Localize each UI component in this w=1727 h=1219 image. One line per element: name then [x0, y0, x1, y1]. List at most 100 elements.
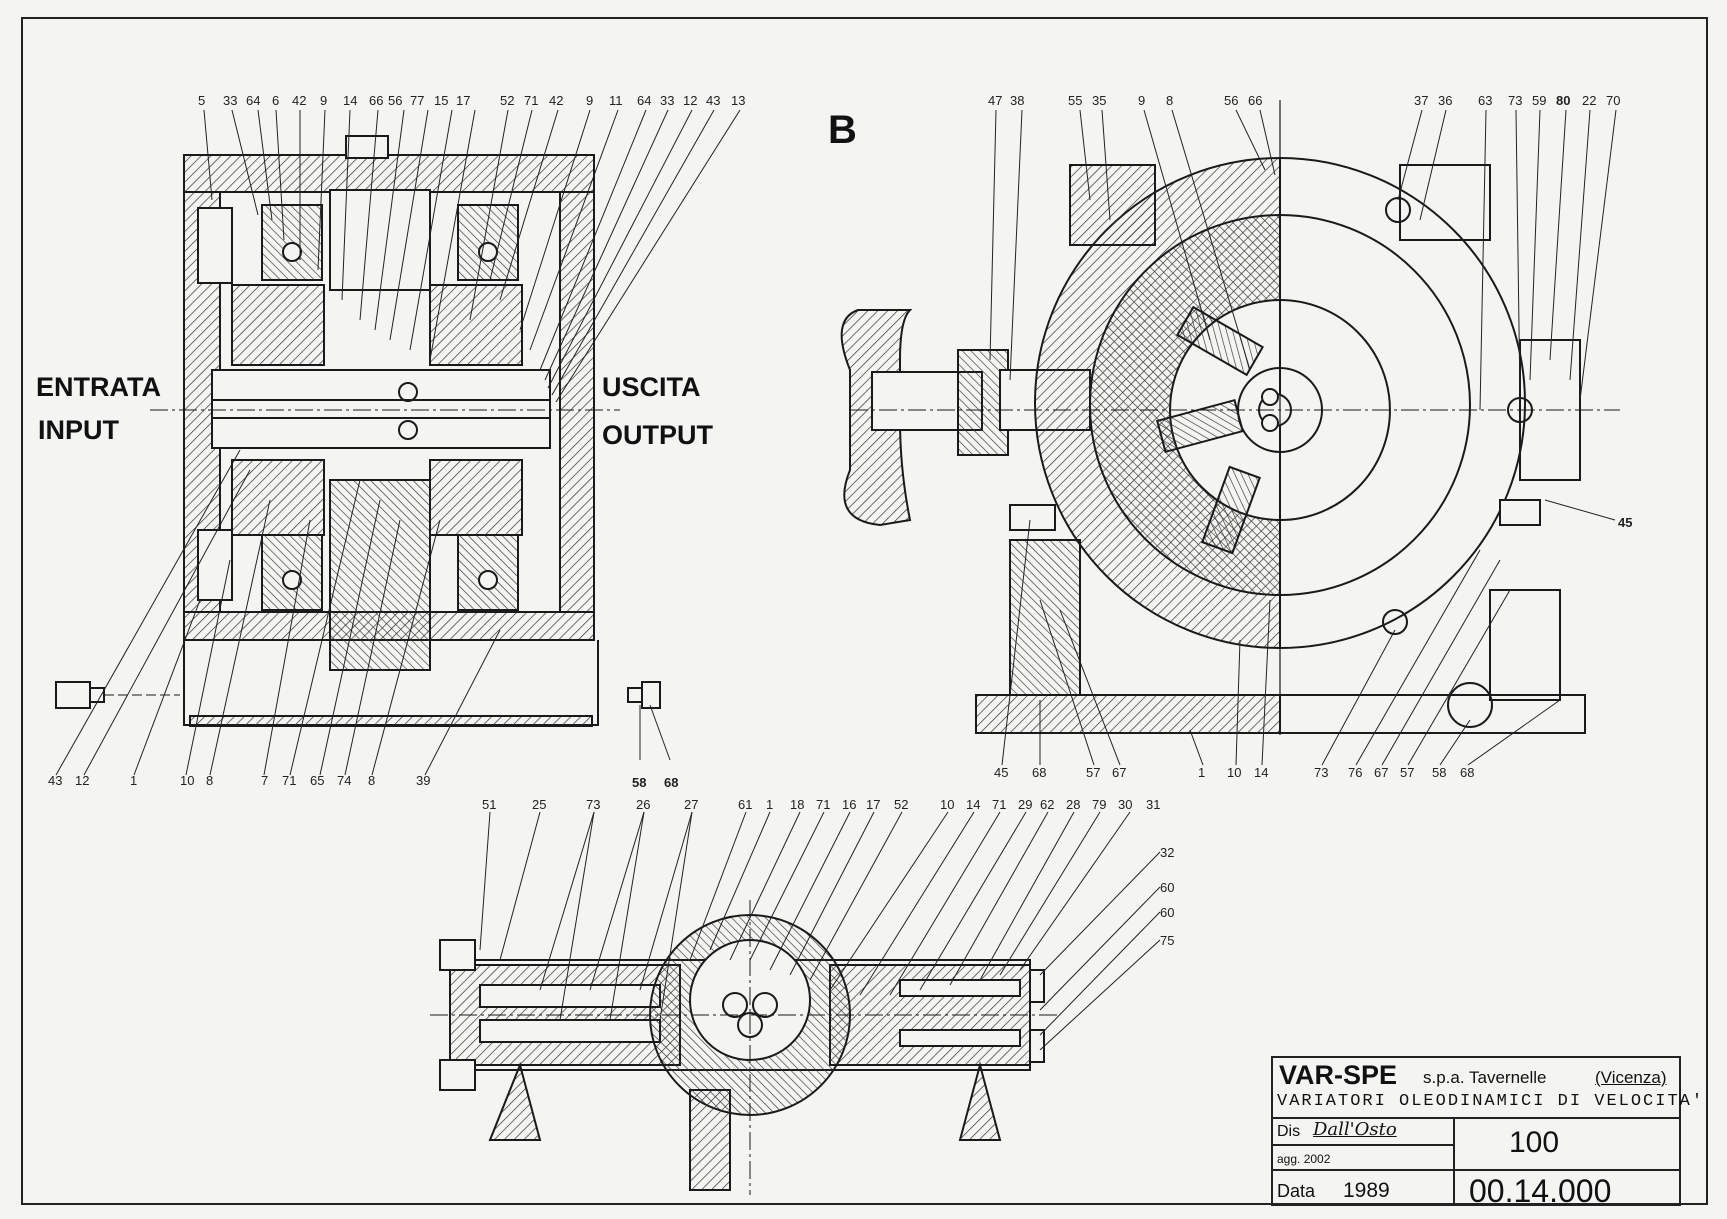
part-label: 76: [1348, 765, 1363, 780]
part-label: 6: [272, 93, 280, 108]
part-label: 18: [790, 797, 805, 812]
part-label: 16: [842, 797, 857, 812]
part-label: 29: [1018, 797, 1033, 812]
company-name: VAR-SPE: [1279, 1060, 1398, 1090]
part-label: 9: [1138, 93, 1146, 108]
part-label: 73: [586, 797, 601, 812]
part-label: 77: [410, 93, 425, 108]
part-label: 42: [292, 93, 307, 108]
part-label: 75: [1160, 933, 1175, 948]
part-label: 45: [994, 765, 1009, 780]
part-label: 71: [282, 773, 297, 788]
part-label: 60: [1160, 880, 1175, 895]
part-label: 27: [684, 797, 699, 812]
part-label: 60: [1160, 905, 1175, 920]
part-label: 45: [1618, 515, 1633, 530]
part-label: 52: [894, 797, 909, 812]
part-label: 13: [731, 93, 746, 108]
part-label: 35: [1092, 93, 1107, 108]
part-label: 33: [660, 93, 675, 108]
section-view-a: [55, 135, 661, 727]
part-label: 15: [434, 93, 449, 108]
part-label: 9: [320, 93, 328, 108]
leaders-view-a: [55, 109, 741, 776]
part-label: 11: [609, 93, 623, 108]
part-label: 66: [369, 93, 384, 108]
input-label-it: ENTRATA: [36, 372, 161, 402]
part-label: 80: [1556, 93, 1571, 108]
date-label: Data: [1277, 1181, 1316, 1201]
part-label: 7: [261, 773, 269, 788]
designer-label: Dis: [1277, 1123, 1301, 1140]
part-label: 30: [1118, 797, 1133, 812]
part-label: 14: [966, 797, 981, 812]
drawing-border: [21, 17, 1708, 1205]
part-label: 36: [1438, 93, 1453, 108]
part-label: 42: [549, 93, 564, 108]
part-label: 58: [1432, 765, 1447, 780]
part-label: 8: [1166, 93, 1174, 108]
part-label: 39: [416, 773, 431, 788]
part-label: 8: [368, 773, 376, 788]
output-label-en: OUTPUT: [602, 420, 713, 450]
part-label: 9: [586, 93, 594, 108]
company-city: (Vicenza): [1595, 1068, 1667, 1087]
title-block: VAR-SPE s.p.a. Tavernelle (Vicenza) VARI…: [1271, 1056, 1702, 1209]
part-label: 57: [1400, 765, 1415, 780]
input-label-en: INPUT: [38, 415, 119, 445]
part-label: 1: [1198, 765, 1206, 780]
part-label: 14: [1254, 765, 1269, 780]
part-label: 68: [1460, 765, 1475, 780]
part-label: 1: [130, 773, 138, 788]
part-label: 68: [664, 775, 679, 790]
output-label-it: USCITA: [602, 372, 701, 402]
part-label: 37: [1414, 93, 1429, 108]
part-label: 10: [940, 797, 955, 812]
part-label: 25: [532, 797, 547, 812]
part-label: 73: [1314, 765, 1329, 780]
section-view-c: [430, 900, 1060, 1195]
part-label: 38: [1010, 93, 1025, 108]
part-label: 43: [48, 773, 63, 788]
part-label: 71: [524, 93, 539, 108]
part-label: 71: [992, 797, 1007, 812]
part-label: 59: [1532, 93, 1547, 108]
revision-label: agg. 2002: [1277, 1152, 1331, 1166]
part-label: 52: [500, 93, 515, 108]
part-label: 56: [1224, 93, 1239, 108]
part-label: 28: [1066, 797, 1081, 812]
company-suffix: s.p.a. Tavernelle: [1423, 1068, 1547, 1087]
part-label: 73: [1508, 93, 1523, 108]
part-label: 17: [866, 797, 881, 812]
part-label: 57: [1086, 765, 1101, 780]
part-label: 17: [456, 93, 471, 108]
part-label: 67: [1374, 765, 1389, 780]
part-label: 1: [766, 797, 774, 812]
leaders-view-b: [989, 109, 1617, 766]
part-label: 74: [337, 773, 352, 788]
part-label: 47: [988, 93, 1003, 108]
part-label: 12: [75, 773, 90, 788]
part-label: 62: [1040, 797, 1055, 812]
part-label: 56: [388, 93, 403, 108]
title-block-grid: [1272, 1117, 1680, 1205]
drawing-number: 100: [1509, 1126, 1560, 1159]
part-label: 65: [310, 773, 325, 788]
part-label: 61: [738, 797, 753, 812]
part-label: 71: [816, 797, 831, 812]
part-label: 33: [223, 93, 238, 108]
part-label: 10: [180, 773, 195, 788]
date-year: 1989: [1343, 1179, 1390, 1202]
part-label: 32: [1160, 845, 1175, 860]
part-label: 31: [1146, 797, 1161, 812]
part-label: 63: [1478, 93, 1493, 108]
part-label: 55: [1068, 93, 1083, 108]
part-label: 79: [1092, 797, 1107, 812]
part-label: 8: [206, 773, 214, 788]
part-label: 64: [246, 93, 261, 108]
part-label: 58: [632, 775, 647, 790]
view-b-marker: B: [828, 108, 857, 152]
drawing-code: 00.14.000: [1469, 1173, 1612, 1209]
part-label: 68: [1032, 765, 1047, 780]
